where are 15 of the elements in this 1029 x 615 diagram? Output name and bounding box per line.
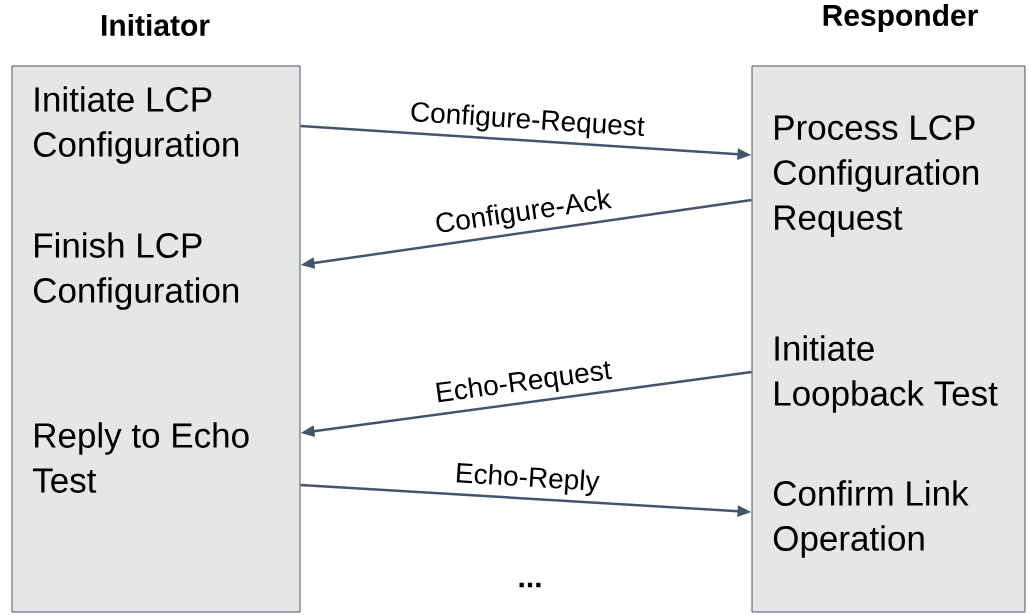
lane-heading: Responder bbox=[823, 4, 978, 32]
lane-box: Initiate LCP Configuration Finish LCP Configuration Reply to Echo Test bbox=[11, 65, 301, 613]
edge-label: Echo-Request bbox=[436, 361, 613, 403]
node-label: Reply to Echo Test bbox=[32, 422, 249, 493]
edge-label: Echo-Reply bbox=[456, 463, 600, 496]
node-label: Initiate LCP Configuration bbox=[33, 86, 239, 164]
lane-box: Process LCP Configuration Request Initiate Loopback Test Confirm Link Operation bbox=[751, 65, 1026, 613]
node-label: Initiate Loopback Test bbox=[775, 335, 998, 413]
node-label: Confirm Link Operation bbox=[773, 480, 969, 558]
node-label: Process LCP Configuration Request bbox=[773, 115, 979, 237]
ellipsis: ... bbox=[519, 582, 541, 588]
lane-heading: Initiator bbox=[102, 14, 210, 36]
node-label: Finish LCP Configuration bbox=[33, 232, 239, 310]
edge-label: Configure-Ack bbox=[436, 189, 613, 233]
edge-label: Configure-Request bbox=[411, 102, 645, 139]
